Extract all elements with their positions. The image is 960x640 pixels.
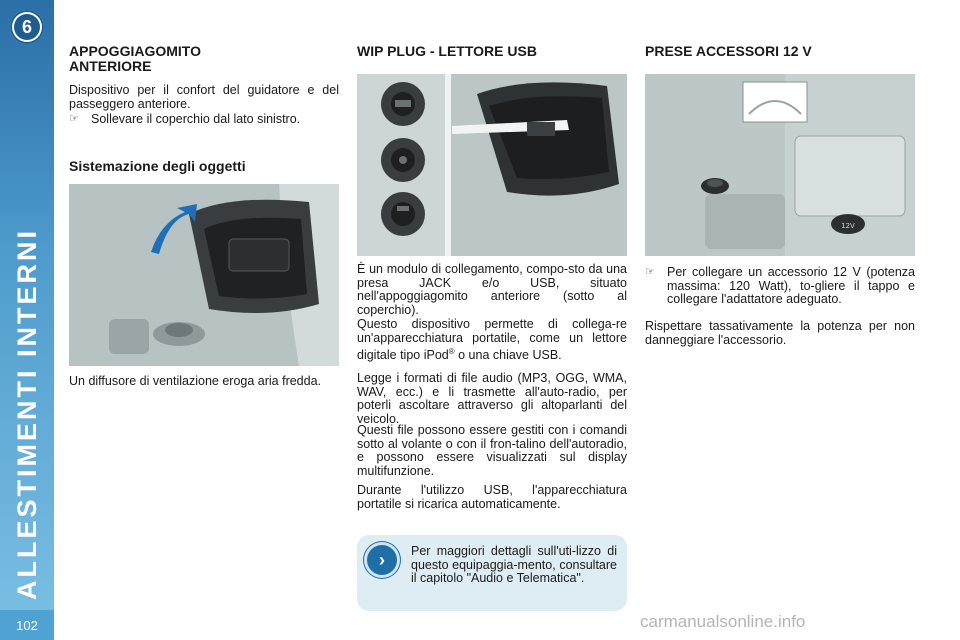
usb-paragraph-1: È un modulo di collegamento, compo-sto d… [357, 262, 627, 317]
usb-paragraph-2-end: o una chiave USB. [454, 348, 562, 363]
pointing-hand-icon: ☞ [645, 266, 655, 278]
page-number: 102 [0, 610, 54, 640]
usb-paragraph-4: Questi file possono essere gestiti con i… [357, 423, 627, 478]
usb-ports-image [357, 74, 627, 256]
pointing-hand-icon: ☞ [69, 113, 79, 125]
socket-bullet: ☞ Per collegare un accessorio 12 V (pote… [645, 265, 915, 307]
watermark: carmanualsonline.info [640, 612, 806, 631]
armrest-bullet-text: Sollevare il coperchio dal lato sinistro… [91, 112, 301, 126]
registered-mark: ® [448, 347, 455, 356]
usb-paragraph-5: Durante l'utilizzo USB, l'apparecchiatur… [357, 483, 627, 511]
usb-ports-illustration [357, 74, 627, 256]
socket-bullet-text: Per collegare un accessorio 12 V (potenz… [667, 265, 915, 306]
usb-heading: WIP PLUG - LETTORE USB [357, 43, 537, 59]
armrest-heading: APPOGGIAGOMITO ANTERIORE [69, 43, 201, 74]
socket-note: Rispettare tassativamente la potenza per… [645, 319, 915, 347]
armrest-compartment-image [69, 184, 339, 366]
armrest-compartment-illustration [69, 184, 339, 366]
usb-paragraph-2: Questo dispositivo permette di collega-r… [357, 317, 627, 363]
chapter-number: 6 [14, 14, 40, 40]
storage-subheading: Sistemazione degli oggetti [69, 158, 246, 174]
usb-paragraph-2-start: Questo dispositivo permette di collega-r… [357, 317, 627, 363]
chapter-title: ALLESTIMENTI INTERNI [12, 228, 42, 600]
ventilation-note: Un diffusore di ventilazione eroga aria … [69, 374, 322, 388]
see-also-box: › Per maggiori dettagli sull'uti-lizzo d… [357, 535, 627, 611]
armrest-intro: Dispositivo per il confort del guidatore… [69, 83, 339, 111]
socket-12v-label: 12V [841, 222, 855, 230]
socket-heading: PRESE ACCESSORI 12 V [645, 43, 812, 59]
see-also-text: Per maggiori dettagli sull'uti-lizzo di … [411, 544, 617, 585]
armrest-bullet: ☞ Sollevare il coperchio dal lato sinist… [69, 112, 339, 127]
socket-image: 12V [645, 74, 915, 256]
chevron-right-icon: › [367, 545, 397, 575]
socket-illustration: 12V [645, 74, 915, 256]
usb-paragraph-3: Legge i formati di file audio (MP3, OGG,… [357, 371, 627, 426]
chapter-sidebar: 6 ALLESTIMENTI INTERNI [0, 0, 54, 640]
chapter-badge: 6 [10, 10, 44, 44]
